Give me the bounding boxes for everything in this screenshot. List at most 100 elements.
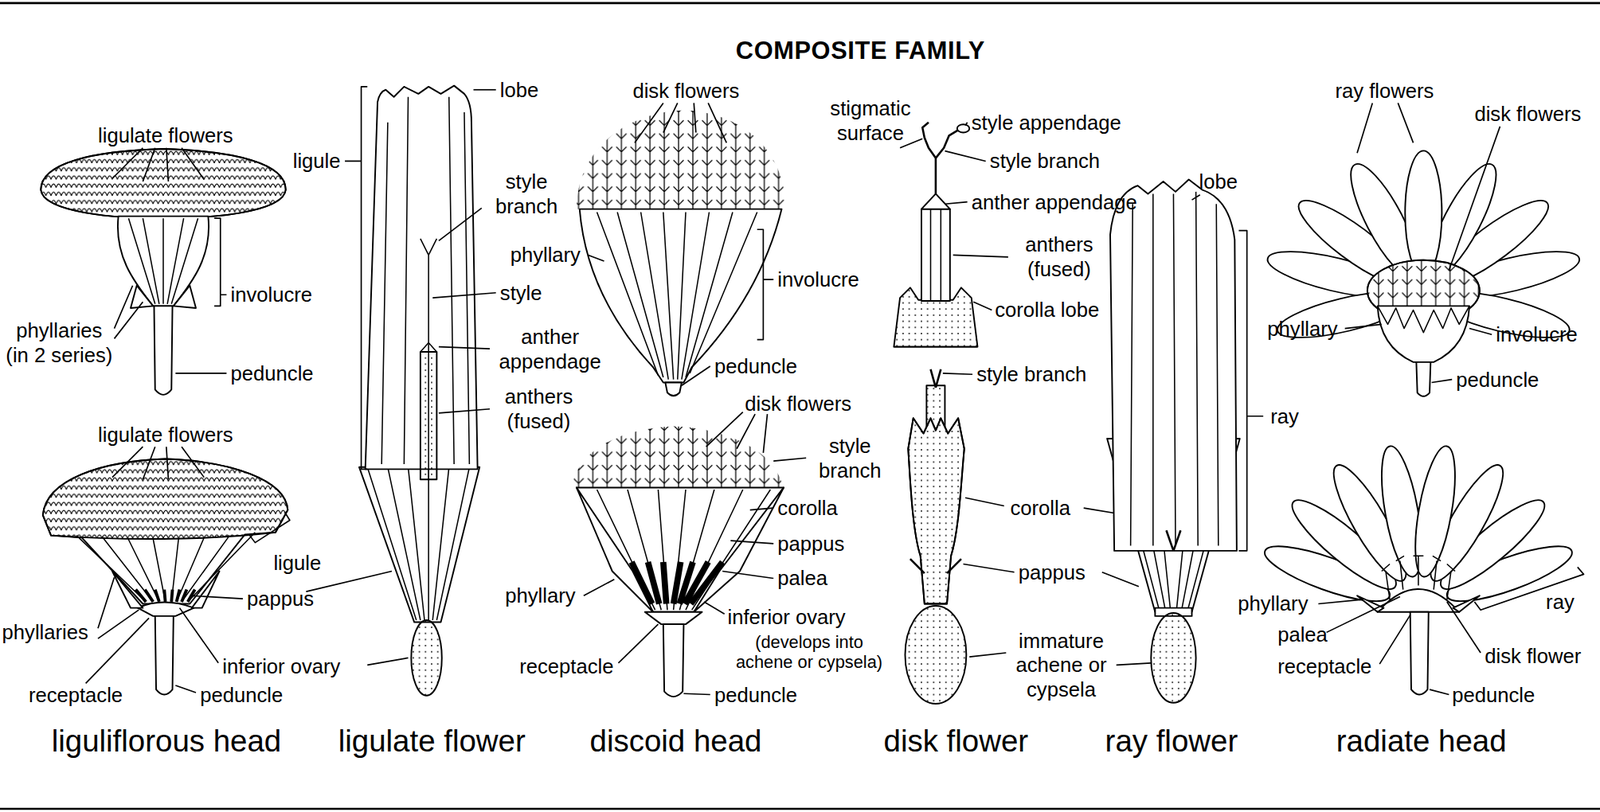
liguliflorous-section-illustration (43, 459, 289, 540)
liguliflorous-section-illustration (112, 571, 220, 609)
ligulate-flower-illustration (420, 238, 438, 353)
part-label: peduncle (1455, 367, 1539, 392)
leader-line (112, 148, 204, 182)
leader-line (114, 285, 144, 340)
disk-flower-detail-illustration (922, 122, 959, 195)
leader-line (344, 86, 368, 470)
part-label: style branch (809, 434, 892, 484)
part-label: disk flower (1484, 643, 1581, 669)
ray-flower-illustration (1110, 179, 1237, 552)
part-label: peduncle (714, 354, 798, 380)
part-label: receptacle (28, 682, 123, 708)
leader-line (773, 457, 806, 462)
ligulate-flower-illustration (359, 86, 480, 697)
radiate-head-illustration (1416, 362, 1431, 397)
part-label: palea (1277, 622, 1328, 648)
leader-line (583, 579, 615, 597)
part-label: stigmatic surface (819, 95, 922, 145)
ray-flower-illustration (1165, 530, 1181, 552)
part-label: (develops into achene or cypsela) (726, 632, 892, 674)
part-label: anthers (fused) (1013, 232, 1105, 282)
discoid-head-illustration (576, 109, 787, 396)
disk-flower-illustration (907, 418, 964, 604)
discoid-section-illustration (663, 624, 685, 697)
part-label: ray (1545, 590, 1575, 615)
leader-line (750, 508, 774, 511)
disk-flower-detail-illustration (931, 209, 942, 302)
part-label: ray (1270, 403, 1299, 429)
part-label: style branch (976, 362, 1087, 388)
part-label: inferior ovary (727, 605, 846, 630)
part-label: style branch (989, 148, 1100, 174)
figure-caption: disk flower (884, 723, 1029, 760)
liguliflorous-section-illustration (155, 616, 174, 696)
leader-line (112, 446, 204, 480)
leader-line (587, 254, 605, 262)
disk-flower-illustration (904, 369, 967, 705)
part-label: phyllary (504, 583, 576, 609)
radiate-head-illustration (1377, 305, 1470, 333)
ray-flower-illustration (1130, 191, 1219, 547)
discoid-head-illustration (665, 382, 682, 396)
ligulate-flower-illustration (410, 620, 442, 697)
part-label: peduncle (714, 682, 798, 708)
discoid-head-illustration (597, 212, 758, 380)
part-label: ligule (293, 148, 341, 174)
part-label: peduncle (1451, 682, 1535, 708)
leader-line (473, 89, 497, 91)
disk-flower-illustration (910, 559, 962, 574)
leader-line (965, 122, 968, 126)
frame-rule (0, 2, 1600, 5)
leader-line (1238, 230, 1264, 552)
part-label: disk flowers (1474, 101, 1581, 127)
radiate-section-illustration (1377, 589, 1460, 613)
part-label: phyllaries (in 2 series) (2, 318, 118, 368)
disk-flower-detail-illustration (957, 124, 970, 133)
liguliflorous-head-illustration (40, 148, 286, 219)
ligulate-flower-illustration (367, 467, 470, 621)
leader-line (1192, 195, 1264, 552)
part-label: phyllary (1237, 591, 1308, 617)
leader-line (973, 301, 992, 310)
leader-line (1431, 379, 1453, 384)
part-label: ligule (273, 551, 321, 576)
part-label: phyllaries (2, 620, 89, 646)
leader-line (1192, 195, 1201, 200)
leader-line (175, 372, 227, 375)
ligulate-flower-illustration (420, 343, 438, 481)
leader-line (730, 540, 774, 544)
ray-flower-illustration (1107, 179, 1241, 704)
part-label: phyllary (1267, 316, 1338, 341)
leader-line (1345, 102, 1501, 383)
part-label: pappus (246, 586, 314, 612)
leader-line (757, 229, 775, 340)
radiate-section-illustration (1381, 555, 1456, 572)
part-label: disk flowers (744, 391, 852, 417)
figure-caption: ray flower (1105, 723, 1239, 760)
part-label: involucre (230, 282, 313, 308)
leader-line (1448, 126, 1500, 271)
part-label: style branch (485, 169, 568, 220)
discoid-head-illustration (576, 109, 787, 209)
leader-line (97, 577, 139, 639)
part-label: corolla (777, 496, 838, 521)
leader-line (86, 446, 409, 693)
part-label: inferior ovary (222, 653, 341, 679)
liguliflorous-head-illustration (40, 148, 286, 219)
part-label: lobe (500, 77, 539, 102)
leader-line (942, 373, 973, 375)
leader-line (112, 148, 227, 374)
part-label: involucre (1495, 322, 1578, 348)
ligulate-flower-illustration (359, 467, 480, 623)
figure-caption: ligulate flower (338, 723, 526, 760)
disk-flower-detail-illustration (921, 209, 951, 302)
leader-line (1345, 324, 1382, 329)
leader-line (583, 412, 806, 696)
leader-line (1326, 597, 1401, 634)
radiate-section-illustration (1407, 443, 1463, 580)
discoid-section-illustration (571, 426, 785, 490)
liguliflorous-section-illustration (137, 602, 194, 617)
liguliflorous-head-illustration (117, 216, 209, 307)
part-label: receptacle (519, 653, 614, 679)
disk-flower-detail-illustration (893, 346, 978, 349)
